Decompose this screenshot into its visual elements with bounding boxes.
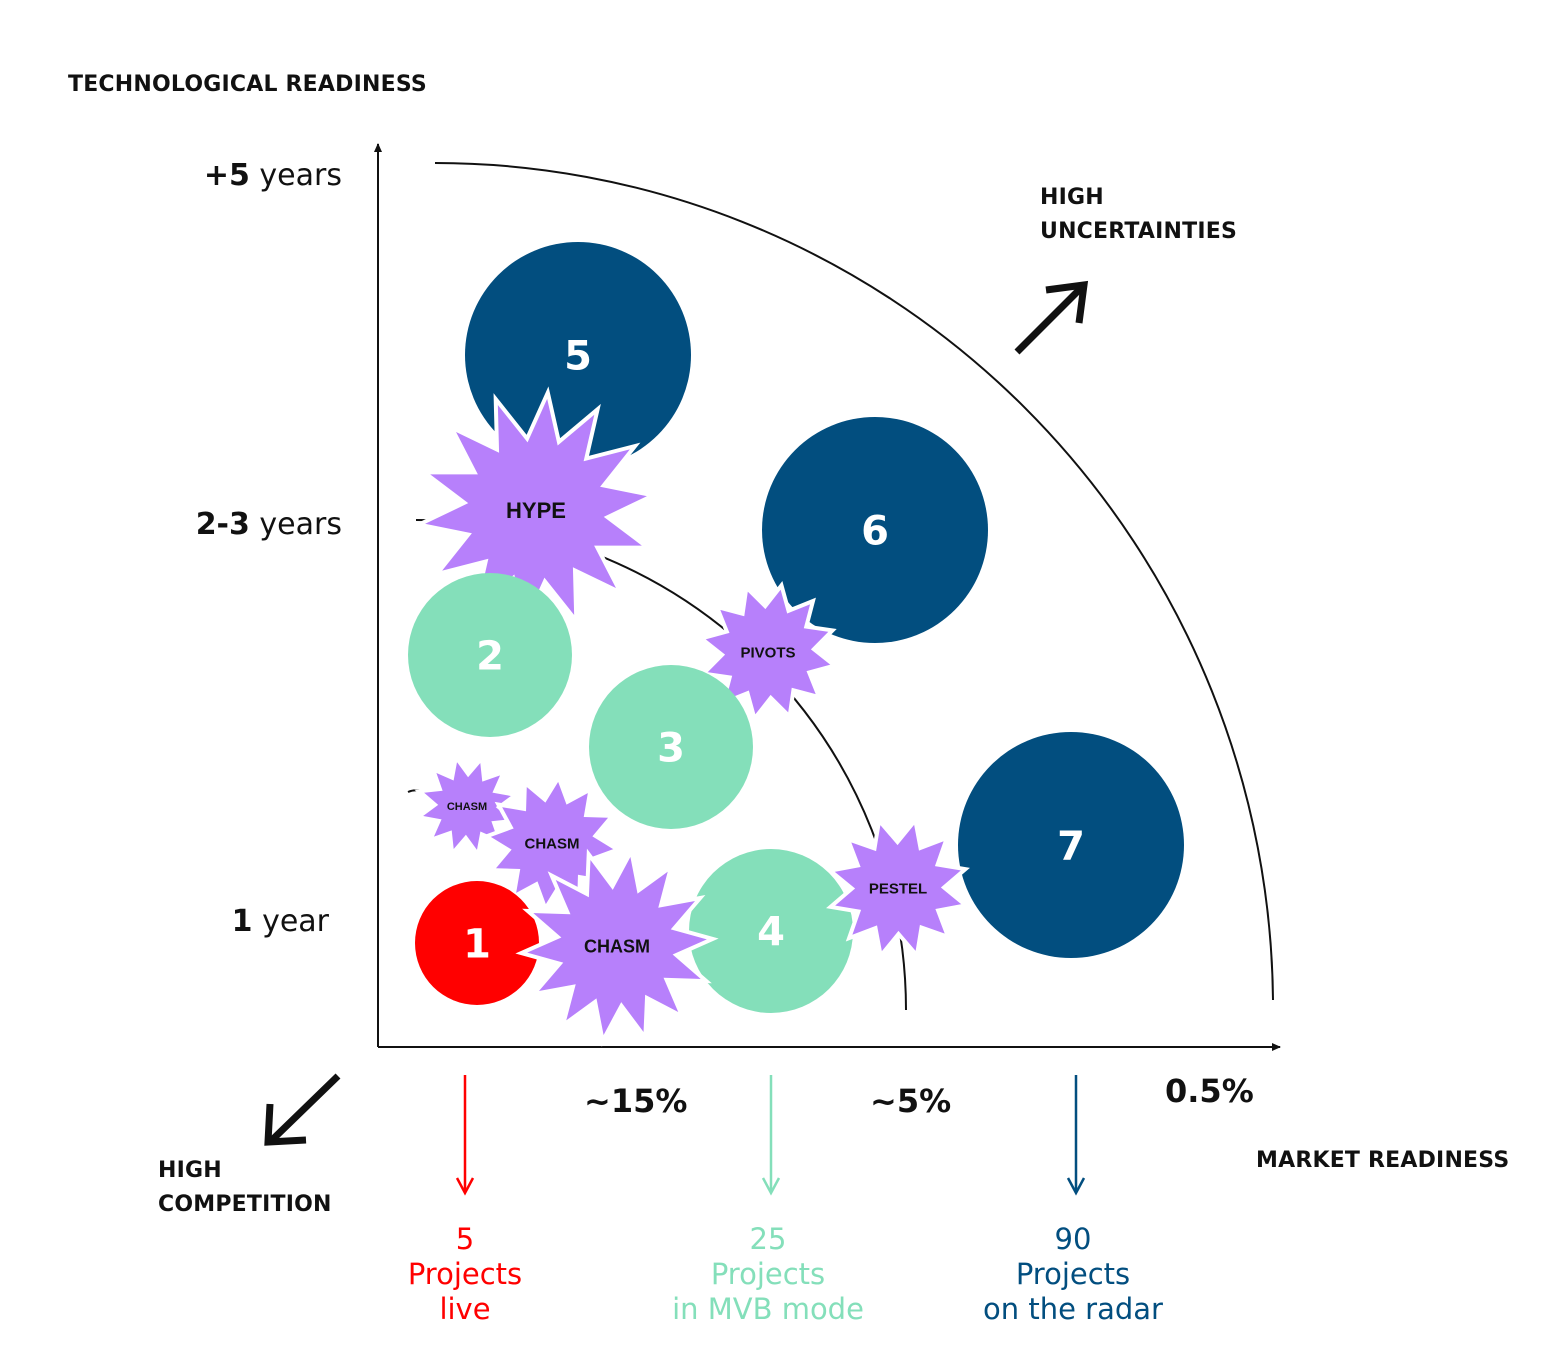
- y-axis-title: TECHNOLOGICAL READINESS: [68, 72, 427, 97]
- burst-shape-3: [481, 772, 623, 914]
- competition-arrow-shaft: [269, 1073, 341, 1143]
- high-competition-line-2: COMPETITION: [158, 1192, 332, 1217]
- project-circle-4: 4: [689, 849, 853, 1013]
- count-radar-line-2: on the radar: [983, 1292, 1163, 1326]
- count-mvb-line-2: in MVB mode: [672, 1292, 864, 1326]
- project-circle-shape-2: [408, 573, 572, 737]
- high-competition-label: HIGH COMPETITION: [158, 1154, 332, 1222]
- project-circle-label-4: 4: [757, 909, 785, 955]
- project-circle-shape-7: [958, 732, 1184, 958]
- count-mvb-line-1: Projects: [710, 1257, 826, 1291]
- burst-label-4: CHASM: [584, 936, 650, 956]
- uncertainty-arrow-shaft: [1014, 284, 1085, 355]
- high-competition-line-1: HIGH: [158, 1158, 222, 1183]
- project-circle-shape-1: [415, 881, 539, 1005]
- project-circle-label-3: 3: [657, 725, 685, 771]
- burst-label-5: PESTEL: [869, 880, 927, 897]
- count-mvb-number: 25: [749, 1222, 787, 1256]
- project-circle-label-1: 1: [463, 921, 491, 967]
- count-radar-number: 90: [1054, 1222, 1092, 1256]
- uncertainty-arrow-head: [1045, 280, 1089, 324]
- count-live-line-2: live: [439, 1292, 491, 1326]
- project-circle-shape-6: [762, 417, 988, 643]
- count-live-line-1: Projects: [407, 1257, 523, 1291]
- burst-chasm-2: CHASM: [413, 752, 521, 860]
- burst-shape-4: [515, 845, 719, 1047]
- project-circle-label-7: 7: [1057, 823, 1085, 869]
- project-circle-label-5: 5: [564, 333, 592, 379]
- count-live-number: 5: [455, 1222, 475, 1256]
- x-axis-title: MARKET READINESS: [1256, 1148, 1510, 1173]
- competition-arrow-head: [264, 1103, 307, 1146]
- count-arrow-live: [455, 1075, 475, 1196]
- y-tick-2-3-years: 2-3 years: [195, 507, 342, 542]
- project-circle-1: 1: [415, 881, 539, 1005]
- burst-label-1: PIVOTS: [740, 644, 795, 661]
- x-tick-0-5-percent: 0.5%: [1165, 1072, 1254, 1110]
- burst-shape-2: [413, 752, 521, 860]
- burst-label-0: HYPE: [506, 498, 566, 523]
- burst-pestel-5: PESTEL: [825, 815, 971, 961]
- project-circle-5: 5: [465, 242, 691, 468]
- count-arrow-radar: [1066, 1075, 1086, 1196]
- project-circle-shape-4: [689, 849, 853, 1013]
- x-tick-5-percent: ~5%: [870, 1082, 952, 1120]
- project-circle-2: 2: [408, 573, 572, 737]
- count-arrow-mvb: [761, 1075, 781, 1196]
- outer-arc: [434, 162, 1274, 1001]
- high-uncertainties-label: HIGH UNCERTAINTIES: [1040, 181, 1237, 249]
- high-uncertainties-line-2: UNCERTAINTIES: [1040, 219, 1237, 244]
- count-mvb: 25 Projects in MVB mode: [638, 1222, 898, 1327]
- burst-shape-1: [697, 581, 839, 723]
- x-tick-15-percent: ~15%: [584, 1082, 688, 1120]
- project-circle-shape-5: [465, 242, 691, 468]
- burst-chasm-4: CHASM: [515, 845, 719, 1047]
- burst-shape-5: [825, 815, 971, 961]
- project-circle-6: 6: [762, 417, 988, 643]
- y-tick-1-year: 1 year: [231, 904, 329, 939]
- project-circle-label-6: 6: [861, 508, 889, 554]
- project-circle-shape-3: [589, 665, 753, 829]
- burst-pivots-1: PIVOTS: [697, 581, 839, 723]
- burst-chasm-3: CHASM: [481, 772, 623, 914]
- count-radar: 90 Projects on the radar: [943, 1222, 1203, 1327]
- y-tick-5-years: +5 years: [203, 158, 342, 193]
- count-radar-line-1: Projects: [1015, 1257, 1131, 1291]
- project-circle-7: 7: [958, 732, 1184, 958]
- project-circle-3: 3: [589, 665, 753, 829]
- project-circle-label-2: 2: [476, 633, 504, 679]
- high-uncertainties-line-1: HIGH: [1040, 185, 1104, 210]
- count-live: 5 Projects live: [335, 1222, 595, 1327]
- burst-label-2: CHASM: [447, 801, 487, 813]
- burst-label-3: CHASM: [525, 835, 580, 852]
